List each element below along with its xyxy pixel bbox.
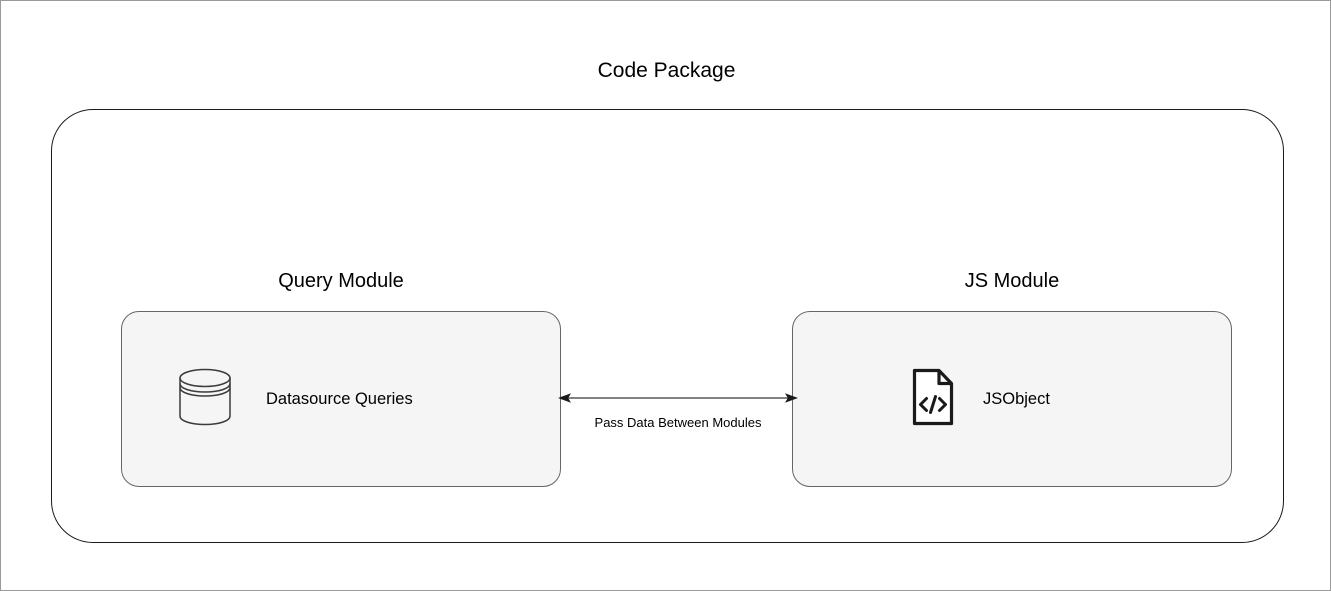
js-module-content: JSObject <box>793 312 1330 486</box>
database-icon <box>177 366 233 433</box>
package-title: Code Package <box>597 59 736 82</box>
module-connector[interactable] <box>557 379 799 417</box>
query-module-content: Datasource Queries <box>122 312 615 486</box>
datasource-queries-label: Datasource Queries <box>266 390 413 408</box>
js-module-title: JS Module <box>964 270 1060 292</box>
query-module-title: Query Module <box>278 270 404 292</box>
code-package-container <box>51 109 1284 543</box>
js-module-box[interactable]: JSObject <box>792 311 1232 487</box>
query-module-box[interactable]: Datasource Queries <box>121 311 561 487</box>
connector-label: Pass Data Between Modules <box>594 415 762 430</box>
code-file-icon <box>911 367 955 432</box>
jsobject-label: JSObject <box>983 390 1050 408</box>
double-arrow-icon <box>558 393 798 403</box>
